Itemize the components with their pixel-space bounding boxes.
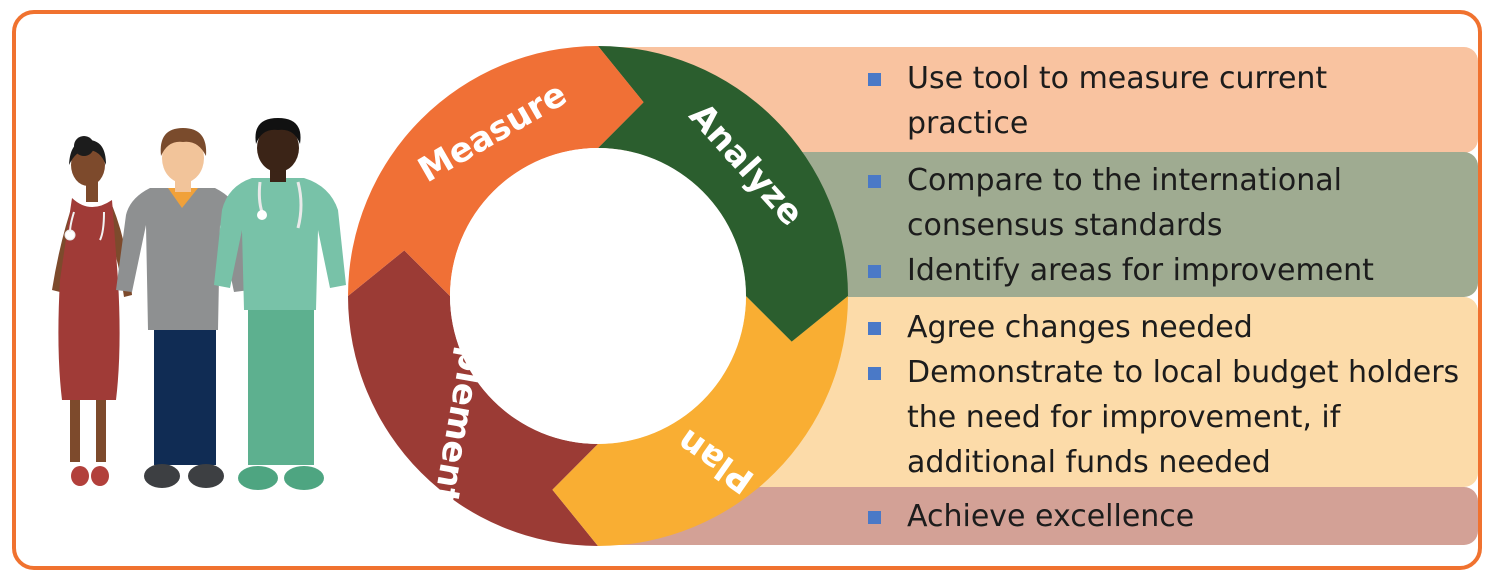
bullet-icon	[868, 322, 881, 335]
action-item-text: Identify areas for improvement	[907, 253, 1374, 288]
panel-measure-list: Use tool to measure current practice	[868, 56, 1377, 146]
bullet-icon	[868, 73, 881, 86]
action-item-text: Achieve excellence	[907, 499, 1195, 534]
ring-center	[450, 148, 746, 444]
bullet-icon	[868, 265, 881, 278]
doctor-figure	[214, 118, 346, 490]
cycle-ring	[348, 46, 848, 546]
action-item-text: Use tool to measure current practice	[907, 61, 1328, 141]
man-figure	[116, 128, 250, 488]
ring-segment-implement	[348, 250, 598, 546]
bullet-icon	[868, 175, 881, 188]
panel-implement-list: Achieve excellence	[868, 494, 1194, 539]
action-item: Compare to the international consensus s…	[868, 158, 1377, 248]
action-item: Identify areas for improvement	[868, 248, 1377, 293]
action-item: Use tool to measure current practice	[868, 56, 1377, 146]
action-item: Demonstrate to local budget holders the …	[868, 350, 1467, 485]
action-item: Achieve excellence	[868, 494, 1194, 539]
action-item-text: Agree changes needed	[907, 310, 1253, 345]
action-item-text: Compare to the international consensus s…	[907, 163, 1342, 243]
action-item: Agree changes needed	[868, 305, 1467, 350]
action-item-text: Demonstrate to local budget holders the …	[907, 355, 1460, 480]
woman-figure	[52, 136, 132, 486]
people-illustration	[52, 118, 346, 490]
panel-plan-list: Agree changes needed Demonstrate to loca…	[868, 305, 1467, 485]
bullet-icon	[868, 511, 881, 524]
panel-analyze-list: Compare to the international consensus s…	[868, 158, 1377, 293]
ring-segment-measure	[348, 46, 644, 296]
ring-segment-analyze	[598, 46, 848, 342]
ring-segment-plan	[552, 296, 848, 546]
bullet-icon	[868, 367, 881, 380]
